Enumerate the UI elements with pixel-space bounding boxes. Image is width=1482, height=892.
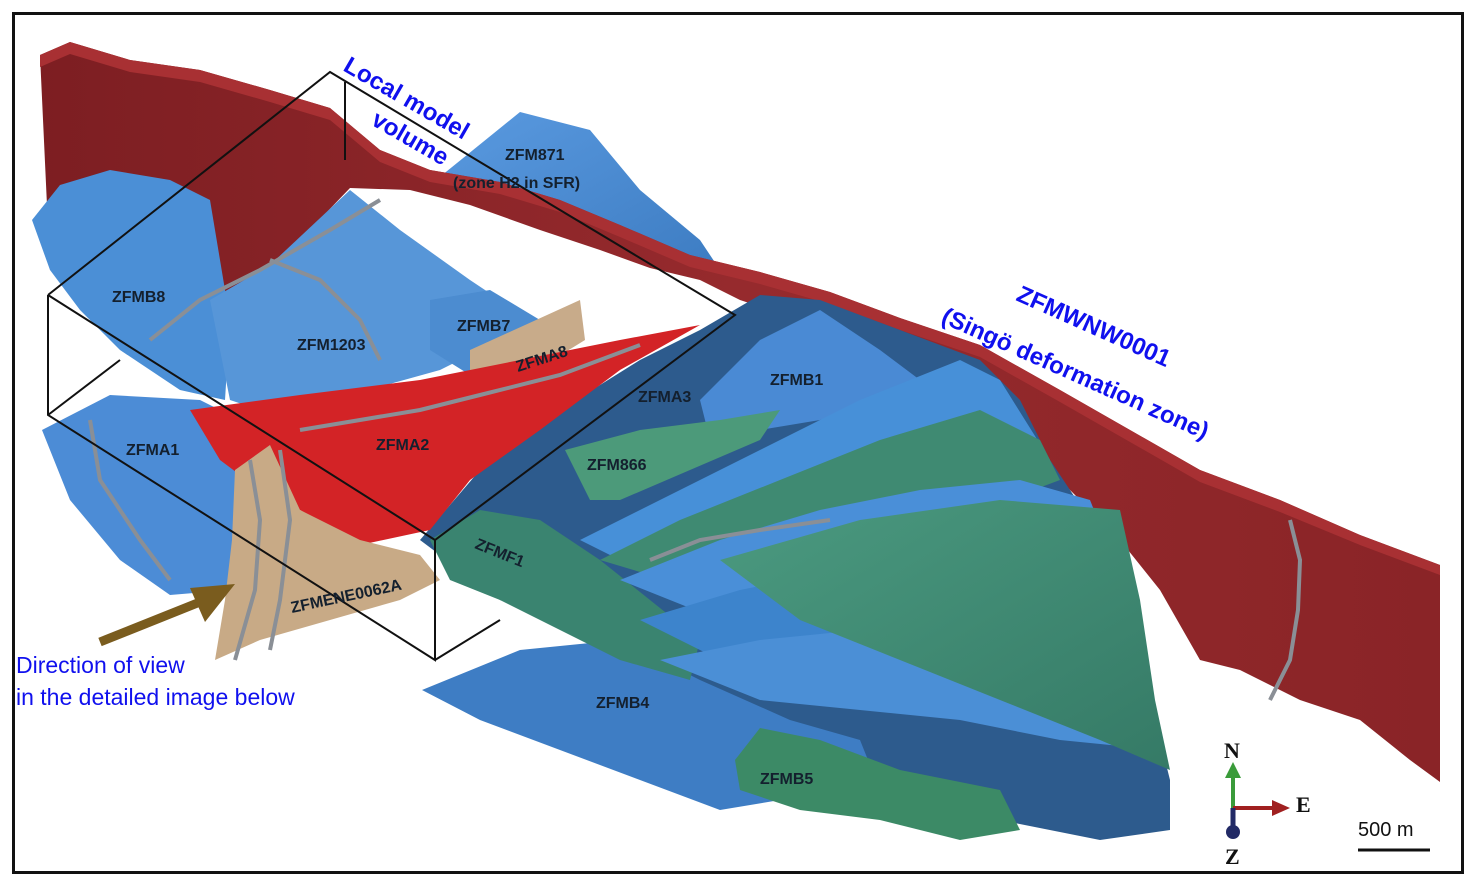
intersection-traces [88, 198, 1303, 701]
zfmene0062a-zone [215, 445, 440, 660]
zfma2-zone [190, 325, 700, 545]
singo-zone-wall [40, 42, 1440, 782]
zfmb5-label: ZFMB5 [760, 771, 813, 788]
zfm871-label-line2: (zone H2 in SFR) [453, 175, 580, 192]
zfmb1-zone [700, 310, 920, 440]
zfmf1-zone [430, 510, 700, 680]
zfmb7-label: ZFMB7 [457, 318, 510, 335]
direction-note-line1: Direction of view [16, 652, 185, 678]
zfm1203-label: ZFM1203 [297, 337, 366, 354]
compass-east: E [1296, 792, 1311, 817]
zfmb8-zone [32, 170, 230, 400]
zfmb4-label: ZFMB4 [596, 695, 649, 712]
zfm871-label-line1: ZFM871 [505, 147, 565, 164]
zfma1-label: ZFMA1 [126, 442, 179, 459]
scale-bar-label: 500 m [1358, 819, 1414, 841]
view-direction-arrow-icon [98, 584, 235, 647]
zfmb5-zone [735, 728, 1020, 840]
zfmb1-label: ZFMB1 [770, 372, 823, 389]
zfma2-label: ZFMA2 [376, 437, 429, 454]
compass-north: N [1224, 738, 1240, 763]
zfma3-label: ZFMA3 [638, 389, 691, 406]
dot-icon [1226, 825, 1240, 839]
compass-down: Z [1225, 844, 1240, 869]
zfm866-label: ZFM866 [587, 457, 647, 474]
zfmb8-label: ZFMB8 [112, 289, 165, 306]
local-model-volume-box [47, 70, 737, 662]
green-triangle-zone [720, 500, 1170, 770]
direction-note-line2: in the detailed image below [16, 684, 295, 710]
zfm866-zone [565, 410, 780, 500]
zfm871-zone [436, 112, 720, 270]
orientation-compass: N E Z [1224, 738, 1311, 869]
